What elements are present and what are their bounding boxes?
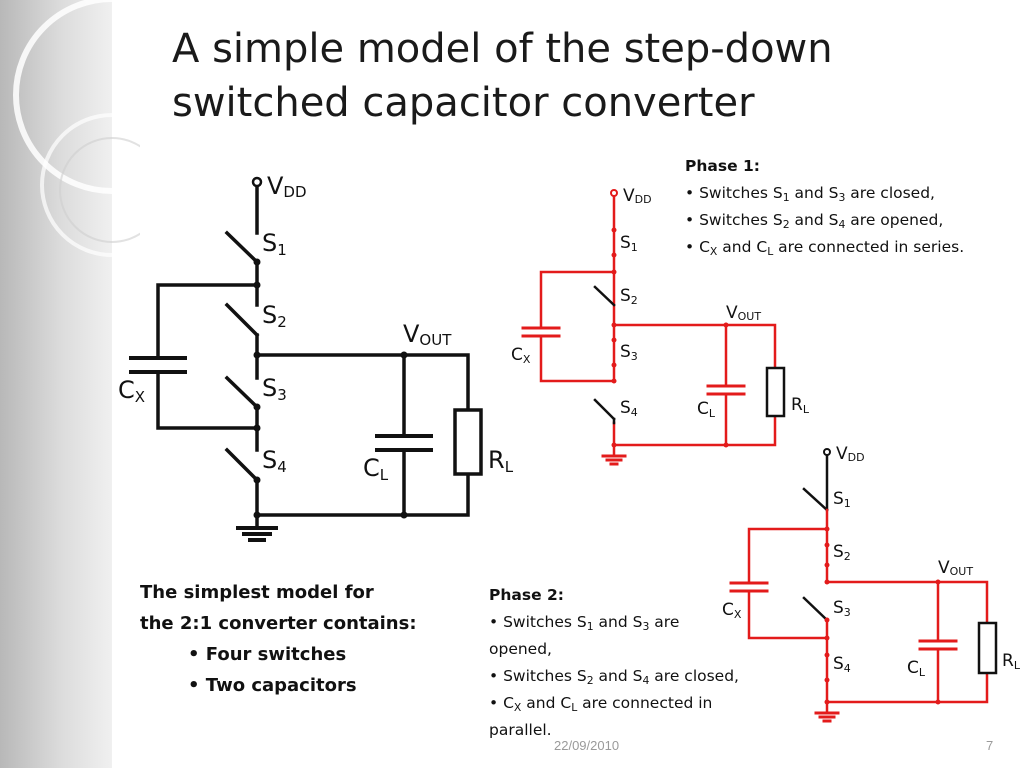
svg-text:VOUT: VOUT bbox=[726, 303, 761, 323]
phase-2-description: Phase 2: • Switches S1 and S3 are opened… bbox=[489, 582, 789, 744]
decorative-rings bbox=[13, 0, 140, 257]
slide-title-line-2: switched capacitor converter bbox=[172, 80, 755, 126]
svg-text:S3: S3 bbox=[833, 598, 851, 619]
svg-text:VDD: VDD bbox=[836, 444, 865, 464]
svg-text:S1: S1 bbox=[833, 489, 851, 510]
footer-date: 22/09/2010 bbox=[554, 738, 620, 753]
svg-text:CL: CL bbox=[907, 658, 926, 679]
svg-text:CL: CL bbox=[697, 399, 716, 420]
summary-line-2: the 2:1 converter contains: bbox=[140, 613, 417, 634]
phase-2-bullet-1: • Switches S1 and S3 are bbox=[489, 613, 680, 633]
label-vdd: VDD bbox=[267, 172, 307, 201]
label-s2: S2 bbox=[262, 301, 287, 331]
summary-line-1: The simplest model for bbox=[140, 582, 374, 603]
phase-1-heading: Phase 1: bbox=[685, 157, 760, 175]
label-s3: S3 bbox=[262, 374, 287, 404]
label-cx: CX bbox=[118, 376, 145, 406]
svg-text:S2: S2 bbox=[833, 542, 851, 563]
label-vout: VOUT bbox=[403, 320, 452, 349]
label-cl: CL bbox=[363, 454, 389, 484]
label-s1: S1 bbox=[262, 229, 287, 259]
svg-text:S1: S1 bbox=[620, 233, 638, 254]
summary-item-capacitors: • Two capacitors bbox=[188, 675, 357, 696]
svg-text:CX: CX bbox=[511, 345, 531, 366]
svg-text:RL: RL bbox=[791, 395, 810, 416]
svg-text:S4: S4 bbox=[833, 654, 851, 675]
svg-text:S2: S2 bbox=[620, 286, 638, 307]
svg-text:VDD: VDD bbox=[623, 186, 652, 206]
svg-text:VOUT: VOUT bbox=[938, 558, 973, 578]
svg-text:RL: RL bbox=[1002, 651, 1021, 672]
svg-text:CX: CX bbox=[722, 600, 742, 621]
phase-2-heading: Phase 2: bbox=[489, 586, 564, 604]
summary-item-switches: • Four switches bbox=[188, 644, 347, 665]
phase-2-bullet-3-cont: parallel. bbox=[489, 721, 552, 739]
phase-2-bullet-3: • CX and CL are connected in bbox=[489, 694, 713, 714]
phase-2-bullet-2: • Switches S2 and S4 are closed, bbox=[489, 667, 739, 687]
slide-title-line-1: A simple model of the step-down bbox=[172, 26, 833, 72]
phase-1-bullet-2: • Switches S2 and S4 are opened, bbox=[685, 211, 944, 231]
label-rl: RL bbox=[488, 446, 514, 476]
phase-2-bullet-1-cont: opened, bbox=[489, 640, 552, 658]
svg-text:S3: S3 bbox=[620, 342, 638, 363]
phase-1-description: Phase 1: • Switches S1 and S3 are closed… bbox=[685, 153, 1021, 261]
phase-1-bullet-1: • Switches S1 and S3 are closed, bbox=[685, 184, 935, 204]
summary-text: The simplest model for the 2:1 converter… bbox=[140, 577, 480, 701]
slide-title: A simple model of the step-down switched… bbox=[172, 22, 972, 130]
footer-page-number: 7 bbox=[986, 738, 994, 753]
phase-1-bullet-3: • CX and CL are connected in series. bbox=[685, 238, 965, 258]
label-s4: S4 bbox=[262, 446, 287, 476]
svg-text:S4: S4 bbox=[620, 398, 638, 419]
